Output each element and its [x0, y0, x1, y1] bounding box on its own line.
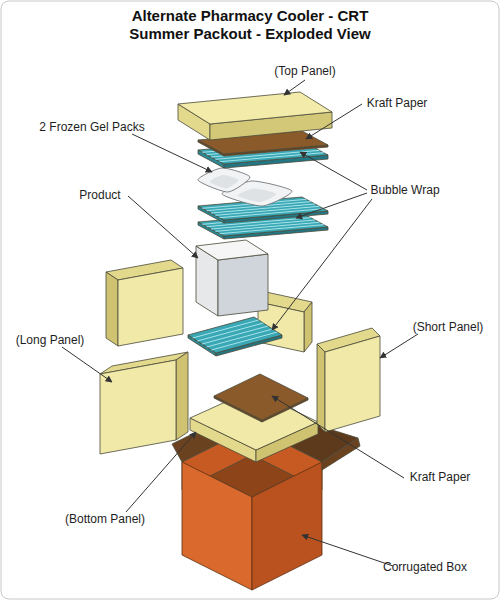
bubble-wrap-stripe — [220, 209, 324, 218]
part-label: (Long Panel) — [16, 333, 85, 347]
back-short-panel-side — [304, 302, 312, 352]
leader-line — [128, 196, 198, 258]
bubble-wrap-stripe — [211, 332, 277, 350]
back-long-panel-side — [106, 272, 118, 346]
bubble-wrap-top — [188, 317, 282, 353]
short-panel-face — [325, 336, 380, 432]
leader-line — [272, 396, 404, 478]
back-long-panel-face — [118, 268, 183, 346]
part-label: Kraft Paper — [410, 470, 471, 484]
part-label: 2 Frozen Gel Packs — [39, 120, 144, 134]
box-front-right — [252, 462, 322, 590]
part-label: (Bottom Panel) — [65, 512, 145, 526]
leader-line — [306, 104, 362, 139]
part-label: Corrugated Box — [383, 560, 467, 574]
gel-pack — [198, 168, 250, 192]
part-label: Kraft Paper — [367, 96, 428, 110]
short-panel-side — [317, 344, 325, 432]
leader-line — [300, 152, 367, 190]
product-box-top — [196, 240, 268, 260]
leader-line — [302, 535, 393, 566]
part-label: (Short Panel) — [413, 320, 484, 334]
diagram-title: Alternate Pharmacy Cooler - CRT Summer P… — [100, 7, 400, 43]
long-panel-side — [176, 352, 188, 440]
kraft-paper-top — [214, 374, 308, 420]
box-flap — [322, 438, 360, 470]
bubble-wrap-stripe — [202, 326, 268, 344]
leader-line — [284, 80, 305, 95]
leader-line — [62, 347, 112, 382]
bubble-wrap-stripe — [207, 329, 273, 347]
leader-line — [380, 334, 418, 358]
product-box-front — [218, 254, 268, 316]
long-panel-face — [100, 360, 176, 454]
box-front-left — [182, 462, 252, 590]
gel-pack-shade — [238, 188, 277, 202]
leader-line — [126, 432, 196, 512]
leader-line — [132, 134, 212, 172]
part-label: Product — [79, 188, 120, 202]
part-label: (Top Panel) — [274, 64, 335, 78]
leader-line — [296, 193, 367, 218]
gel-pack-shade — [210, 175, 239, 188]
part-label: Bubble Wrap — [370, 183, 439, 197]
bubble-wrap-stripe — [220, 225, 324, 234]
leader-line — [272, 199, 372, 330]
top-panel-top — [178, 92, 332, 124]
